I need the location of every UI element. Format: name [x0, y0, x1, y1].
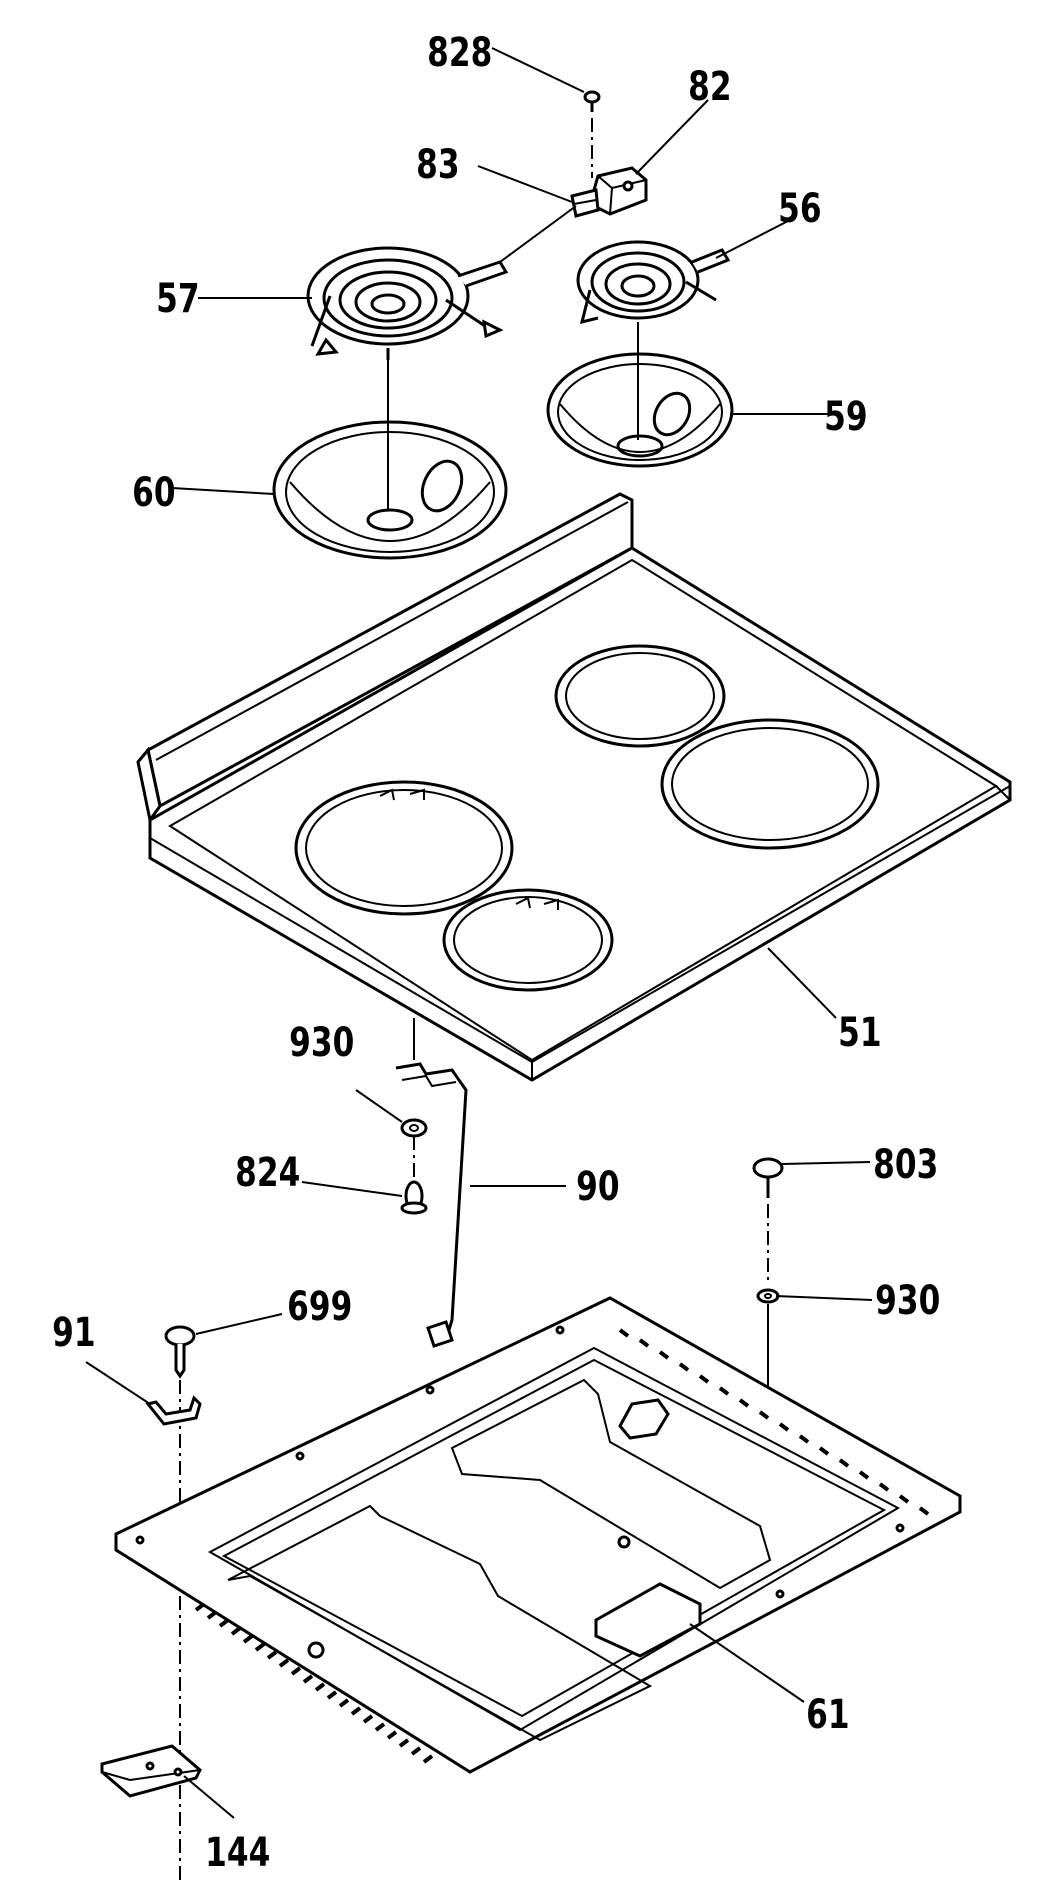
screw-803: [752, 1157, 784, 1280]
callout-61: 61: [806, 1692, 849, 1738]
callout-82: 82: [688, 64, 731, 110]
clip-83: [570, 188, 600, 218]
callout-90: 90: [576, 1164, 619, 1210]
surface-unit-57: [306, 205, 577, 510]
clip-91: [145, 1395, 202, 1426]
callout-824: 824: [235, 1150, 300, 1196]
screw-824: [400, 1136, 428, 1215]
callout-699: 699: [287, 1284, 352, 1330]
drip-pan-59: [546, 352, 734, 468]
screw-828: [583, 90, 601, 178]
callout-60: 60: [132, 470, 175, 516]
surface-unit-56: [576, 240, 731, 440]
callout-labels: 828 82 83 56 57 59 60 51 930 824 90 803 …: [52, 30, 940, 1876]
drip-pan-60: [272, 420, 508, 560]
callout-91: 91: [52, 1310, 95, 1356]
cooktop-51: [136, 492, 1012, 1082]
callout-56: 56: [778, 186, 821, 232]
callout-57: 57: [156, 276, 199, 322]
callout-144: 144: [205, 1830, 270, 1876]
bracket-90: [395, 1062, 468, 1348]
screw-699: [164, 1325, 196, 1880]
callout-51: 51: [838, 1010, 881, 1056]
washer-930-lower: [756, 1288, 780, 1390]
burner-box-61: [114, 1296, 962, 1774]
callout-83: 83: [416, 142, 459, 188]
callout-828: 828: [427, 30, 492, 76]
callout-803: 803: [873, 1142, 938, 1188]
bracket-144: [100, 1744, 202, 1798]
leader-lines: [85, 47, 873, 1819]
callout-59: 59: [824, 394, 867, 440]
washer-930-upper: [400, 1118, 428, 1138]
callout-930-upper: 930: [289, 1020, 354, 1066]
callout-930-lower: 930: [875, 1278, 940, 1324]
